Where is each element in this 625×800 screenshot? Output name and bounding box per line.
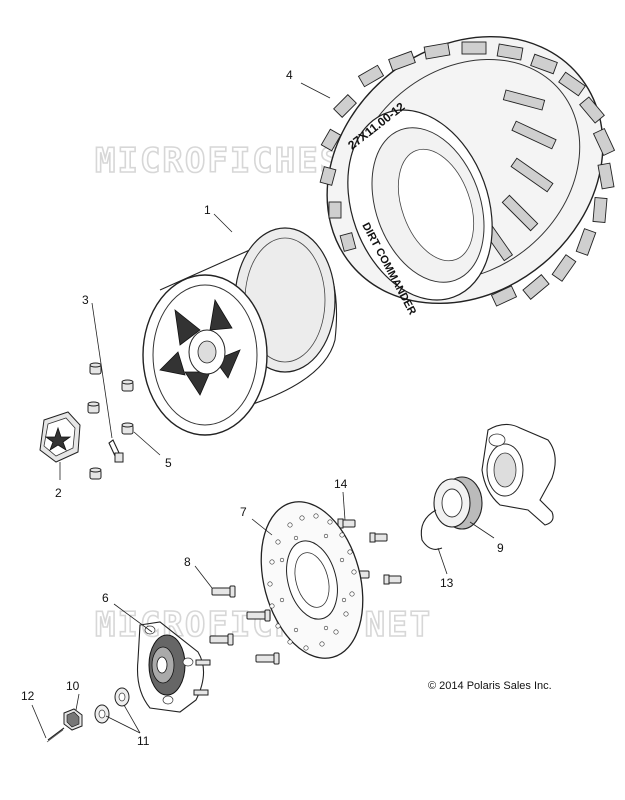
callout-7: 7	[240, 505, 247, 519]
callout-5: 5	[165, 456, 172, 470]
watermark-bottom: MICROFICHES.NET	[95, 605, 432, 645]
lug-nuts	[87, 362, 134, 480]
callout-11: 11	[137, 734, 150, 748]
copyright-notice: © 2014 Polaris Sales Inc.	[428, 680, 552, 692]
callout-3: 3	[82, 293, 89, 307]
valve-stem	[108, 439, 124, 463]
callout-4: 4	[286, 68, 293, 82]
brake-disc	[260, 501, 364, 659]
callout-14: 14	[334, 477, 348, 491]
bearing-knuckle	[481, 423, 556, 526]
callout-6: 6	[102, 591, 109, 605]
spindle-nut	[63, 708, 83, 731]
callout-10: 10	[66, 679, 80, 693]
wheel-bearing	[433, 476, 483, 530]
wheel-rim	[142, 227, 338, 436]
callout-9: 9	[497, 541, 504, 555]
callout-1: 1	[204, 203, 211, 217]
wheel-hub	[136, 621, 211, 713]
retaining-ring	[420, 509, 443, 550]
washers	[94, 687, 130, 724]
callout-8: 8	[184, 555, 191, 569]
tire: 27X11.00-12 DIRT COMMANDER	[319, 35, 616, 317]
cotter-pin	[46, 727, 65, 743]
leader-lines	[31, 82, 495, 739]
center-cap	[39, 411, 81, 463]
callout-13: 13	[440, 576, 454, 590]
callout-labels: 1 2 3 4 5 6 7 8 9 10 11 12 13 14	[21, 68, 504, 748]
wheel-studs	[209, 585, 280, 665]
callout-2: 2	[55, 486, 62, 500]
callout-12: 12	[21, 689, 35, 703]
